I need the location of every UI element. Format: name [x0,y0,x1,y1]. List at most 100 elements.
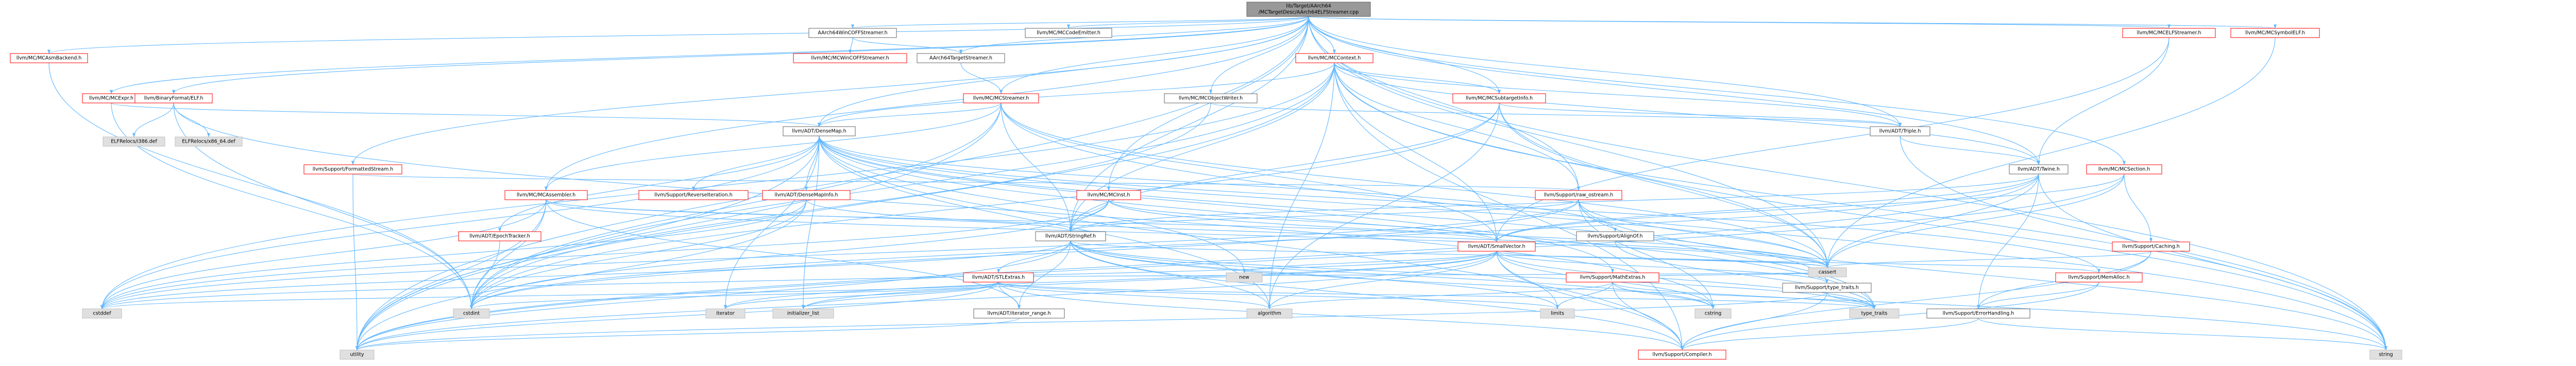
node-cstdint[interactable]: cstdint [453,308,490,319]
node-asmbackend[interactable]: llvm/MC/MCAsmBackend.h [10,53,88,63]
edge-densemap-to-memalloc [819,135,2100,273]
node-codeemitter[interactable]: llvm/MC/MCCodeEmitter.h [1025,28,1112,38]
node-mcexpr[interactable]: llvm/MC/MCExpr.h [82,93,141,103]
node-mcinst[interactable]: llvm/MC/MCInst.h [1076,190,1141,200]
node-caching[interactable]: llvm/Support/Caching.h [2112,241,2190,252]
node-box [973,308,1065,319]
node-stlextras[interactable]: llvm/ADT/STLExtras.h [963,272,1034,283]
node-triple[interactable]: llvm/ADT/Triple.h [1870,126,1930,136]
node-twine[interactable]: llvm/ADT/Twine.h [2009,164,2069,175]
node-new[interactable]: new [1226,272,1263,283]
node-label: utility [350,352,364,358]
node-label: AArch64WinCOFFStreamer.h [818,30,887,36]
node-box [1566,272,1659,283]
edge-mcexpr-to-densemap [111,102,821,127]
edge-subtargetinfo-to-cassert [1499,102,1829,268]
node-errorhandling[interactable]: llvm/Support/ErrorHandling.h [1926,308,2030,319]
node-box [504,190,588,200]
edge-root-to-densemap [817,16,1309,127]
edge-symbolelf-to-cassert [1825,37,2276,268]
edge-root-to-wincoff [851,16,1309,29]
node-densemap[interactable]: llvm/ADT/DenseMap.h [783,126,856,136]
node-cstddef[interactable]: cstddef [82,308,122,319]
edge-stlextras-to-cassert [998,272,1828,278]
node-typetraits[interactable]: llvm/Support/type_traits.h [1782,283,1872,293]
edge-caching-to-cassert [1826,251,2151,268]
node-iterator[interactable]: iterator [705,308,745,319]
node-smallvector[interactable]: llvm/ADT/SmallVector.h [1458,241,1536,252]
edge-stlextras-to-initlist [802,282,999,309]
edge-densemap-to-algorithm [819,135,1272,309]
node-mathextras[interactable]: llvm/Support/MathExtras.h [1566,272,1659,283]
node-stringref[interactable]: llvm/ADT/StringRef.h [1035,231,1106,241]
node-objectwriter[interactable]: llvm/MC/MCObjectWriter.h [1164,93,1258,103]
node-binaryformat[interactable]: llvm/BinaryFormat/ELF.h [134,93,213,103]
edge-mcsection-to-smallvector [1495,173,2125,242]
edge-mcstreamer-to-utility [355,102,1002,351]
edge-densemap-to-mathextras [819,135,1614,273]
node-label: iterator [716,311,734,317]
node-symbolelf[interactable]: llvm/MC/MCSymbolELF.h [2230,28,2320,38]
node-string[interactable]: string [2369,350,2402,360]
edge-stringref-to-stlextras [996,240,1071,273]
node-elfx8664[interactable]: ELFRelocs/x86_64.def [175,136,243,147]
node-alignof[interactable]: llvm/Support/AlignOf.h [1576,231,1654,241]
edge-densemap-to-epochtracker [498,135,820,232]
edge-root-to-formattedstream [351,16,1309,165]
edge-mcassembler-to-smallvector [546,199,1498,242]
edge-stringref-to-algorithm [1070,240,1272,309]
node-compiler[interactable]: llvm/Support/Compiler.h [1638,350,1726,360]
node-densemapinfo[interactable]: llvm/ADT/DenseMapInfo.h [762,190,851,200]
node-box [1576,231,1654,241]
node-label: limits [1551,311,1564,317]
node-wincoff[interactable]: AArch64WinCOFFStreamer.h [808,28,897,38]
node-label: llvm/MC/MCExpr.h [89,96,133,101]
node-limits[interactable]: limits [1540,308,1575,319]
node-elfstreamer[interactable]: llvm/MC/MCELFStreamer.h [2122,28,2216,38]
node-box [705,308,745,319]
node-mcwincoff[interactable]: llvm/MC/MCWinCOFFStreamer.h [793,53,907,63]
node-reverseiter[interactable]: llvm/Support/ReverseIteration.h [638,190,749,200]
edge-root-to-codeemitter [1067,16,1309,29]
node-mccontext[interactable]: llvm/MC/MCContext.h [1295,53,1374,63]
node-root: lib/Target/AArch64/MCTargetDesc/AArch64E… [1246,2,1371,17]
node-cassert[interactable]: cassert [1808,267,1847,277]
node-label: llvm/MC/MCStreamer.h [973,96,1029,101]
node-formattedstream[interactable]: llvm/Support/FormattedStream.h [303,164,402,175]
node-box [1246,308,1293,319]
node-label: new [1239,275,1249,281]
node-rawostream[interactable]: llvm/Support/raw_ostream.h [1535,190,1622,200]
node-label: AArch64TargetStreamer.h [929,56,992,61]
node-box [1782,283,1872,293]
edge-twine-to-cassert [1825,173,2039,268]
node-utility[interactable]: utility [340,350,375,360]
node-box [82,308,122,319]
node-epochtracker[interactable]: llvm/ADT/EpochTracker.h [458,231,541,241]
edge-typetraits-to-utility [355,292,1827,351]
node-mcsection[interactable]: llvm/MC/MCSection.h [2086,164,2162,175]
node-cstring[interactable]: cstring [1694,308,1732,319]
edge-stlextras-to-limits [998,282,1559,309]
node-subtargetinfo[interactable]: llvm/MC/MCSubtargetInfo.h [1452,93,1546,103]
edge-stringref-to-cassert [1070,240,1829,268]
edge-mcstreamer-to-stringref [1001,102,1073,232]
node-elfi386[interactable]: ELFRelocs/i386.def [103,136,165,147]
node-box [793,53,907,63]
node-label: ELFRelocs/x86_64.def [182,139,235,145]
node-algorithm[interactable]: algorithm [1246,308,1293,319]
edge-stlextras-to-algorithm [998,282,1271,309]
edge-smallvector-to-algorithm [1267,251,1497,309]
edge-memalloc-to-errorhandling [1976,282,2099,309]
edge-rawostream-to-cassert [1578,199,1829,268]
node-typetraits_std[interactable]: type_traits [1849,308,1900,319]
edge-subtargetinfo-to-triple [1499,102,1902,127]
node-mcstreamer[interactable]: llvm/MC/MCStreamer.h [963,93,1039,103]
node-box [10,53,88,63]
node-targetstreamer[interactable]: AArch64TargetStreamer.h [917,53,1005,63]
node-box [2112,241,2190,252]
node-mcassembler[interactable]: llvm/MC/MCAssembler.h [504,190,588,200]
node-iterrange[interactable]: llvm/ADT/iterator_range.h [973,308,1065,319]
node-initlist[interactable]: initializer_list [772,308,834,319]
node-box [963,93,1039,103]
node-memalloc[interactable]: llvm/Support/MemAlloc.h [2055,272,2143,283]
